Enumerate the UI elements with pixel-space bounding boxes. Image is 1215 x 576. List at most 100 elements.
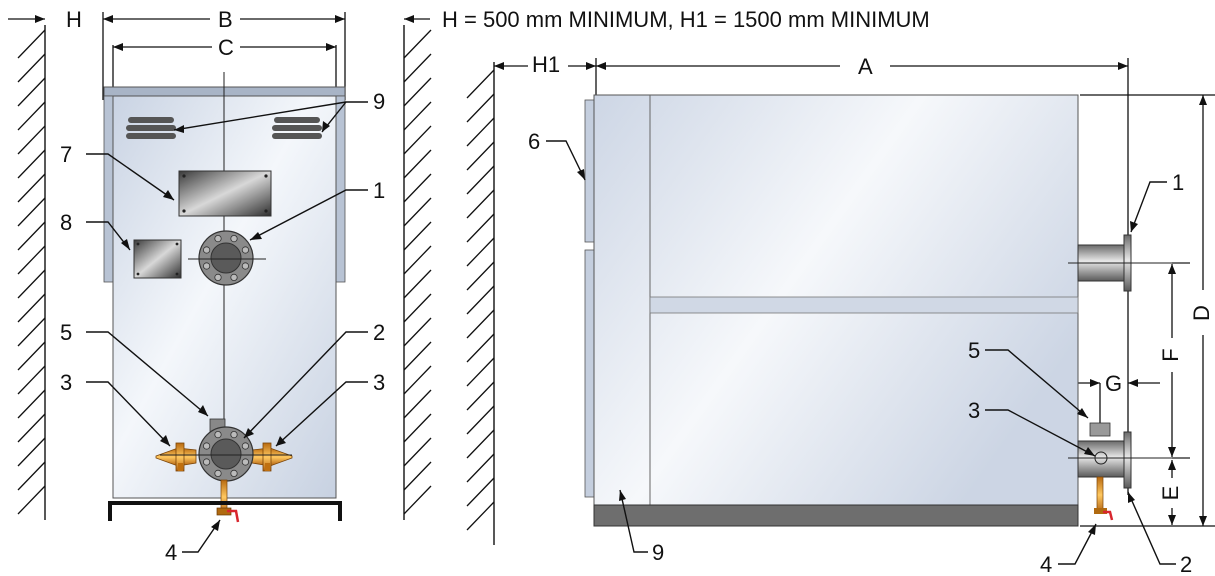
wall-hatch-line [17,77,46,107]
wall-hatch-line [403,341,432,371]
flange-bolt [241,442,249,450]
side-callout-3: 3 [968,398,980,423]
drain-valve [216,479,240,523]
dim-g-label: G [1105,371,1122,396]
wall-hatch-line [466,477,495,507]
wall-hatch-line [466,261,495,291]
side-callout-1: 1 [1172,170,1184,195]
wall-hatch-line [466,429,495,459]
wall-hatch-line [403,29,432,59]
wall-hatch-line [17,221,46,251]
side-middle-band [649,296,1079,314]
side-callout-9: 9 [652,540,664,565]
front-callout-8: 8 [60,210,72,235]
wall-hatch-line [17,293,46,323]
side-base [593,504,1079,527]
front-door-upper [584,99,595,243]
safety-valve-left [155,442,197,472]
side-callout-4: 4 [1040,552,1052,576]
wall-hatch-line [17,29,46,59]
wall-hatch-line [403,125,432,155]
front-callout-5: 5 [60,320,72,345]
wall-hatch-line [466,237,495,267]
wall-hatch-line [17,341,46,371]
front-vent-left [126,117,176,139]
wall-hatch-line [403,53,432,83]
wall-hatch-line [403,437,432,467]
wall-hatch-line [466,405,495,435]
flange-bolt [203,262,211,270]
front-vent-right [272,117,322,139]
wall-hatch-line [17,461,46,491]
front-view [103,72,346,523]
side-view [584,94,1190,527]
flange-bolt [214,469,222,477]
wall-hatch-line [466,333,495,363]
dim-b-label: B [218,7,233,32]
wall-hatch-line [17,245,46,275]
flange-bolt [241,262,249,270]
wall-hatch-line [466,357,495,387]
outlet-flange [188,230,266,286]
control-panel-plate [178,170,272,217]
wall-hatch-line [17,125,46,155]
wall-hatch-line [466,285,495,315]
wall-hatch-line [17,269,46,299]
wall-hatch-line [403,389,432,419]
wall-hatch-line [466,501,495,531]
front-callout-4: 4 [165,540,177,565]
front-callout-2: 2 [373,320,385,345]
wall-hatch-line [403,101,432,131]
front-callout-3-left: 3 [60,370,72,395]
front-callout-1: 1 [373,178,385,203]
dim-h-label: H [66,7,82,32]
wall-hatch-line [403,221,432,251]
front-callout-9: 9 [373,89,385,114]
wall-hatch-line [403,413,432,443]
wall-hatch-line [466,381,495,411]
side-dimensions: H1 A D F E G [494,52,1215,527]
wall-hatch-line [403,293,432,323]
dim-h1-label: H1 [532,52,560,77]
wall-hatch-line [466,309,495,339]
wall-hatch-line [466,141,495,171]
wall-hatch-line [466,189,495,219]
wall-hatch-line [17,485,46,515]
wall-left [17,25,46,520]
wall-hatch-line [466,213,495,243]
wall-right-view [466,62,495,545]
wall-hatch-line [17,53,46,83]
wall-hatch-line [403,461,432,491]
flange-bolt [230,273,238,281]
wall-hatch-line [17,173,46,203]
side-callouts: 6 1 5 3 9 4 2 [528,129,1192,576]
wall-hatch-line [403,245,432,275]
wall-hatch-line [466,453,495,483]
dim-f-label: F [1158,348,1183,361]
wall-hatch-line [403,365,432,395]
flange-bolt [241,458,249,466]
dim-a-label: A [858,54,873,79]
rating-plate [133,239,182,279]
side-callout-2: 2 [1180,552,1192,576]
side-inlet-nozzle [1068,422,1190,521]
wall-hatch-line [403,197,432,227]
wall-hatch-line [403,173,432,203]
wall-middle [403,25,432,520]
flange-bolt [203,442,211,450]
flange-bolt [214,235,222,243]
dim-e-label: E [1158,486,1183,501]
flange-bolt [230,430,238,439]
wall-hatch-line [403,77,432,107]
flange-bolt [214,273,222,281]
wall-hatch-line [17,365,46,395]
side-callout-6: 6 [528,129,540,154]
wall-hatch-line [466,117,495,147]
side-callout-5: 5 [968,338,980,363]
flange-bolt [241,246,249,254]
flange-bolt [230,235,238,243]
wall-hatch-line [466,165,495,195]
clearance-note: H = 500 mm MINIMUM, H1 = 1500 mm MINIMUM [404,7,930,32]
wall-hatch-line [17,413,46,443]
wall-hatch-line [466,69,495,99]
